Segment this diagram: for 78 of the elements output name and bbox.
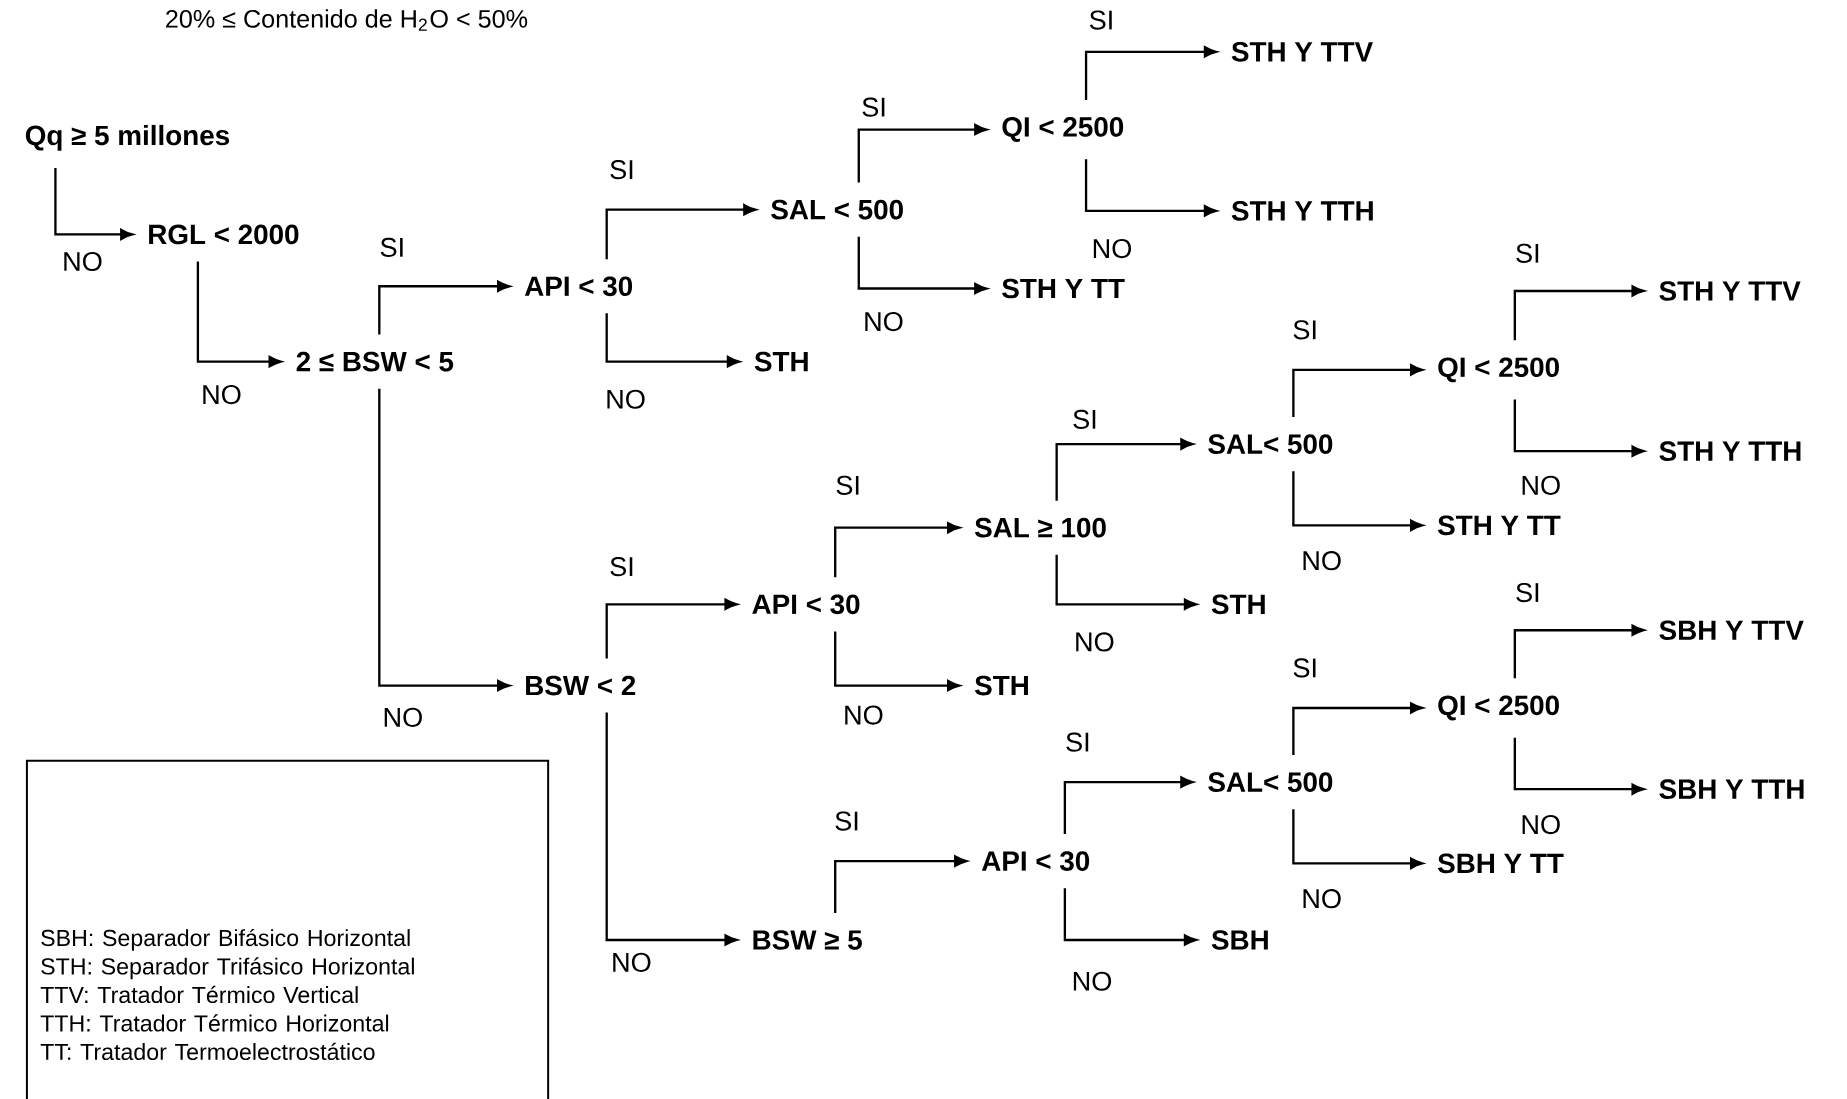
edge-label: SI (832, 472, 865, 499)
edge-label: NO (607, 949, 656, 976)
condition-text: BSW ≥ 5 (753, 930, 862, 950)
condition-text: QI < 2500 (1438, 357, 1559, 383)
edge-label: SI (1068, 406, 1102, 433)
arrow (54, 168, 134, 241)
arrow (1513, 399, 1645, 457)
abbreviation-box: SBH: Separador Bifásico Horizontal STH: Separador Trifásico Horizontal TTV: Tratador Térmico Vertical TTH: Tratador Térmico Horizontal TT: Tratador Termoelectrostático (25, 759, 550, 1099)
edge-label: SI (605, 553, 639, 580)
edge-label: SI (1511, 579, 1544, 606)
arrow (605, 712, 738, 946)
arrow (1292, 809, 1424, 870)
edge-label: NO (1068, 968, 1116, 995)
result-text: STH Y TTV (1659, 281, 1801, 301)
arrow (834, 522, 961, 578)
arrow (834, 855, 968, 913)
edge-label: NO (859, 308, 908, 335)
arrow (1513, 737, 1645, 795)
condition-text: API < 30 (981, 851, 1090, 871)
arrow (834, 631, 961, 692)
edge-label: SI (857, 94, 891, 121)
arrow (1084, 159, 1217, 217)
edge-label: SI (1289, 655, 1322, 681)
edge-label: SI (1289, 316, 1322, 343)
result-text: SBH Y TT (1437, 853, 1564, 874)
condition-text: SAL< 500 (1208, 772, 1333, 792)
edge-label: NO (1517, 472, 1565, 499)
result-text: STH Y TT (1002, 278, 1125, 299)
edge-label: NO (58, 248, 107, 275)
result-text: STH Y TTV (1231, 41, 1373, 62)
edge-label: SI (605, 156, 639, 183)
arrow (1055, 438, 1194, 501)
result-text: SBH (1211, 930, 1268, 950)
arrow (378, 280, 511, 335)
condition-text: BSW < 2 (526, 675, 636, 696)
result-text: STH (1211, 594, 1265, 615)
edge-label: NO (1088, 235, 1136, 262)
edge-label: SI (1085, 7, 1118, 33)
arrow (1513, 624, 1645, 679)
edge-label: NO (1298, 885, 1346, 912)
result-text: STH Y TT (1437, 515, 1561, 536)
arrow (1063, 776, 1194, 834)
edge-label: NO (1070, 629, 1119, 655)
arrow (1055, 554, 1198, 610)
condition-text: API < 30 (752, 594, 860, 615)
edge-label: NO (839, 702, 888, 728)
edge-label: NO (197, 381, 246, 408)
condition-text: QI < 2500 (1002, 117, 1124, 142)
condition-text: SAL < 500 (771, 199, 903, 220)
arrow (1063, 888, 1198, 946)
result-text: STH Y TTH (1659, 441, 1801, 461)
condition-text: 2 ≤ BSW < 5 (296, 351, 454, 372)
arrow (605, 203, 757, 260)
condition-text: QI < 2500 (1438, 695, 1559, 721)
arrow (1292, 702, 1424, 756)
condition-text: RGL < 2000 (149, 224, 299, 245)
edge-label: SI (830, 808, 864, 834)
result-text: STH (974, 675, 1028, 696)
title: 20% ≤ Contenido de H$_{2}$O < 50% (166, 9, 528, 31)
result-text: STH Y TTH (1231, 201, 1373, 221)
edge-label: NO (601, 386, 650, 413)
edge-label: SI (1511, 240, 1544, 267)
edge-label: SI (1061, 729, 1094, 755)
arrow (605, 598, 738, 659)
result-text: STH (754, 351, 808, 372)
arrow (1292, 471, 1424, 532)
edge-label: SI (376, 234, 409, 261)
result-text: SBH Y TTH (1659, 779, 1804, 799)
arrow (1292, 364, 1424, 418)
condition-text: API < 30 (524, 276, 633, 297)
arrow (1513, 285, 1645, 341)
condition-text: SAL< 500 (1208, 434, 1333, 454)
condition-text: Qq ≥ 5 millones (25, 124, 230, 151)
edge-label: NO (379, 704, 427, 731)
edge-label: NO (1298, 547, 1346, 574)
edge-label: NO (1517, 811, 1565, 838)
condition-text: SAL ≥ 100 (974, 517, 1106, 538)
result-text: SBH Y TTV (1659, 620, 1804, 641)
